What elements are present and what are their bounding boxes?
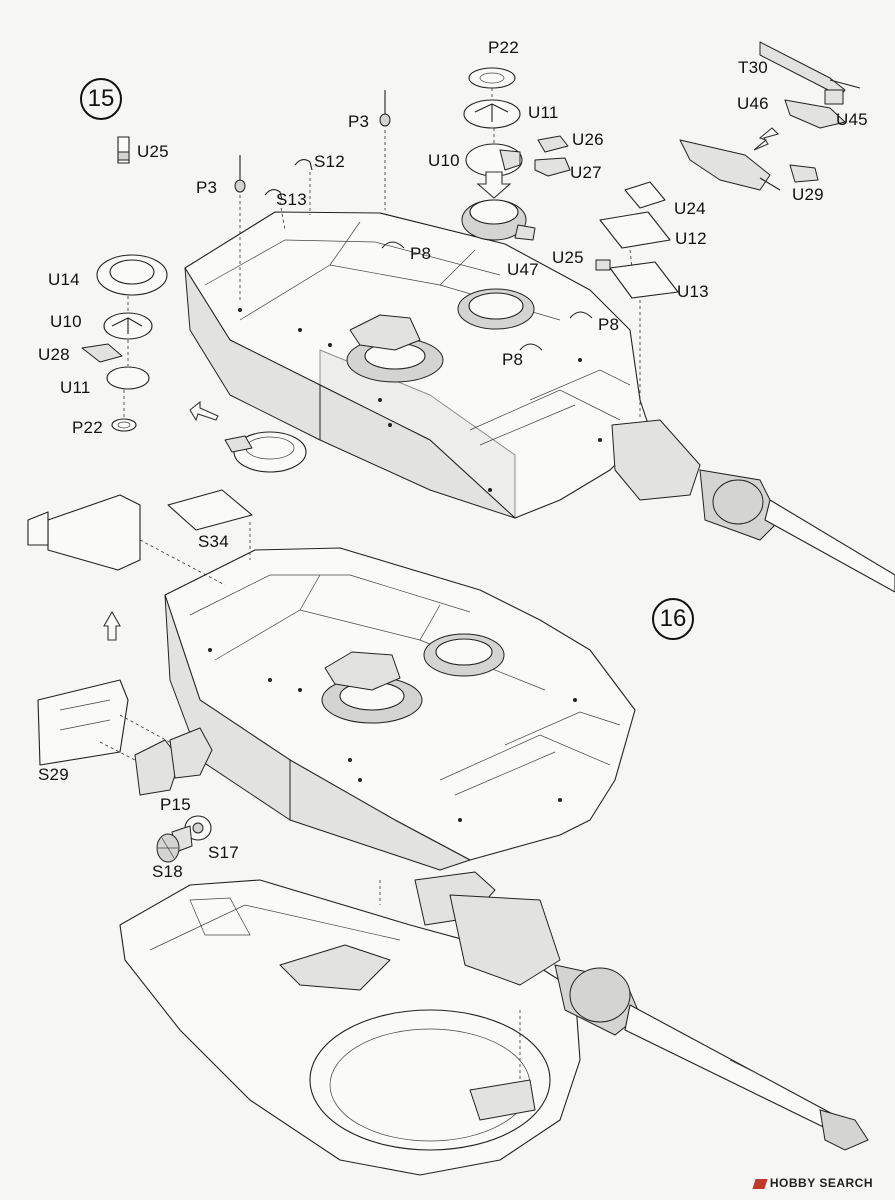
label-p15: P15 <box>160 795 191 814</box>
label-u46: U46 <box>737 94 769 113</box>
assembled-ring <box>189 400 307 473</box>
label-u25-right: U25 <box>552 248 584 267</box>
label-s13: S13 <box>276 190 307 209</box>
label-s18: S18 <box>152 862 183 881</box>
side-armor-plates <box>27 494 226 766</box>
label-p8-a: P8 <box>410 244 432 263</box>
brand-mark-icon <box>752 1178 768 1189</box>
label-u10-left: U10 <box>50 312 82 331</box>
label-u12: U12 <box>675 229 707 248</box>
label-u24: U24 <box>674 199 706 218</box>
label-p8-b: P8 <box>598 315 620 334</box>
s29-brackets <box>99 727 213 796</box>
turret-upper-assembly <box>184 211 895 593</box>
label-u11-left: U11 <box>60 378 91 397</box>
label-u25-left: U25 <box>137 142 169 161</box>
label-u45: U45 <box>836 110 868 129</box>
turret-body-assembly <box>164 547 636 871</box>
label-u27: U27 <box>570 163 602 182</box>
label-u13: U13 <box>677 282 709 301</box>
machine-gun-parts <box>679 41 861 191</box>
u26-u27-parts <box>534 135 571 177</box>
sight-ring-parts-left <box>81 254 168 432</box>
antenna-bases <box>234 90 391 300</box>
label-s17: S17 <box>208 843 239 862</box>
hatch-plates <box>595 181 679 420</box>
label-u26: U26 <box>572 130 604 149</box>
label-p22-left: P22 <box>72 418 103 437</box>
u25-part <box>117 136 130 164</box>
lifting-hooks <box>264 159 313 231</box>
label-t30: T30 <box>738 58 768 77</box>
s34-plate <box>167 489 253 560</box>
label-u29: U29 <box>792 185 824 204</box>
sight-ring-parts-top <box>461 67 536 241</box>
label-u10-top: U10 <box>428 151 460 170</box>
step-number-16: 16 <box>652 598 694 640</box>
label-p8-c: P8 <box>502 350 524 369</box>
grab-handles <box>381 241 593 351</box>
main-gun-assembly <box>414 871 869 1151</box>
label-s29: S29 <box>38 765 69 784</box>
label-u14: U14 <box>48 270 80 289</box>
label-u28: U28 <box>38 345 70 364</box>
label-u11-top: U11 <box>528 103 559 122</box>
label-s12: S12 <box>314 152 345 171</box>
smoke-discharger-parts <box>156 815 212 863</box>
watermark-text: HOBBY SEARCH <box>769 1176 873 1190</box>
step-number-15: 15 <box>80 78 122 120</box>
label-s34: S34 <box>198 532 229 551</box>
watermark-logo: HOBBY SEARCH <box>752 1176 873 1190</box>
label-p3-top: P3 <box>348 112 370 131</box>
label-u47: U47 <box>507 260 539 279</box>
label-p3-left: P3 <box>196 178 218 197</box>
label-p22-top: P22 <box>488 38 519 57</box>
